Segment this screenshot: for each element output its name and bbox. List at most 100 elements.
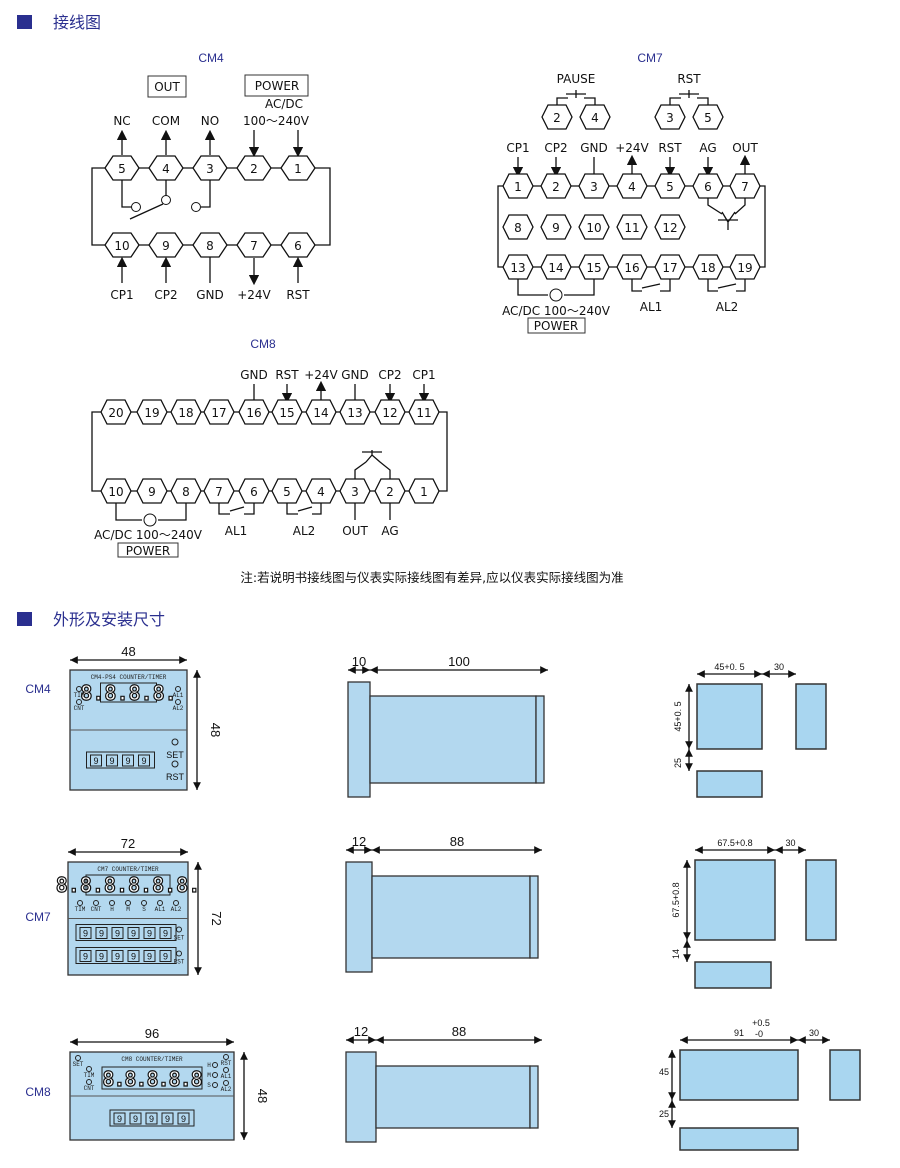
terminal-6: 6 (238, 478, 270, 504)
cutout-height-label: 45+0. 5 (673, 701, 683, 731)
terminal-hexagon (203, 478, 235, 504)
out-box (147, 75, 187, 98)
terminal-number: 20 (108, 406, 123, 420)
terminal-hexagon (408, 478, 440, 504)
terminal-8: 8 (502, 214, 534, 240)
terminal-hexagon (729, 254, 761, 280)
display-digits: 8.8.8.8.8 (102, 1067, 201, 1091)
indicator-led-icon (76, 686, 82, 692)
indicator-led-icon (212, 1062, 218, 1068)
terminal-number: 10 (114, 239, 129, 253)
thumbwheel-digit: 9 (93, 756, 98, 766)
section-bullet-icon (17, 612, 32, 626)
set-button[interactable] (176, 926, 182, 933)
rst-button[interactable] (176, 950, 182, 957)
led-display (101, 1066, 203, 1090)
cutout-height-label: 67.5+0.8 (671, 882, 681, 917)
terminal-hexagon (502, 254, 534, 280)
voltage-label: 100～240V (243, 114, 310, 128)
front-depth-label: 12 (352, 834, 366, 849)
terminal-hexagon (192, 232, 228, 258)
indicator-label: RST (221, 1060, 232, 1067)
indicator-label: CNT (91, 906, 102, 913)
terminal-number: 3 (666, 111, 674, 125)
terminal-11: 11 (408, 399, 440, 425)
cm8-wiring-diagram: CM8 AC/DC 100～240V POWER AL1 AL2 OUT AG … (91, 337, 448, 558)
terminal-4: 4 (579, 104, 611, 130)
display-digits: 8.8.8.8. (80, 681, 176, 705)
set-label: SET (174, 935, 185, 942)
terminal-number: 16 (624, 261, 639, 275)
cm8-top-label: CP1 (412, 368, 435, 382)
cm8-power-box (117, 542, 179, 558)
terminal-number: 12 (382, 406, 397, 420)
indicator-led-icon (77, 900, 83, 906)
terminal-2: 2 (236, 155, 272, 181)
body-depth-label: 88 (452, 1024, 466, 1039)
terminal-number: 12 (662, 221, 677, 235)
terminal-number: 10 (586, 221, 601, 235)
gap-vertical-label: 25 (659, 1109, 669, 1119)
terminal-hexagon (238, 399, 270, 425)
terminal-block (529, 875, 539, 959)
bezel (347, 681, 371, 798)
dimension-model-label: CM4 (25, 682, 51, 696)
terminal-hexagon (616, 214, 648, 240)
terminal-hexagon (578, 214, 610, 240)
out-box-label: OUT (154, 80, 180, 94)
rst-switch-label: RST (677, 72, 701, 86)
terminal-hexagon (236, 232, 272, 258)
terminal-number: 10 (108, 485, 123, 499)
indicator-led-icon (93, 900, 99, 906)
terminal-hexagon (203, 399, 235, 425)
terminal-hexagon (170, 478, 202, 504)
thumbwheel-digit: 9 (147, 952, 152, 962)
terminal-18: 18 (170, 399, 202, 425)
terminal-10: 10 (100, 478, 132, 504)
terminal-hexagon (502, 214, 534, 240)
indicator-label: TIM (74, 692, 85, 699)
thumbwheel-digit: 9 (115, 952, 120, 962)
terminal-number: 19 (144, 406, 159, 420)
front-height-label: 72 (209, 911, 224, 925)
cm8-power-text: AC/DC 100～240V (94, 528, 203, 542)
indicator-label: M (126, 906, 130, 913)
terminal-number: 8 (514, 221, 522, 235)
indicator-led-icon (86, 1079, 92, 1085)
gap-horizontal-label: 30 (774, 662, 784, 672)
cm4-wiring-diagram: CM4 OUT POWER AC/DC 100～240V 51049382716… (91, 51, 331, 302)
ac-dc-label: AC/DC (265, 97, 303, 111)
terminal-5: 5 (654, 173, 686, 199)
terminal-9: 9 (540, 214, 572, 240)
terminal-number: 9 (552, 221, 560, 235)
terminal-13: 13 (339, 399, 371, 425)
terminal-block (535, 695, 545, 784)
terminal-number: 14 (548, 261, 563, 275)
thumbwheel-switch[interactable] (86, 751, 155, 769)
terminal-7: 7 (203, 478, 235, 504)
rst-button[interactable] (171, 760, 179, 768)
terminal-number: 11 (624, 221, 639, 235)
indicator-led-icon (175, 686, 181, 692)
terminal-number: 5 (283, 485, 291, 499)
terminal-hexagon (374, 478, 406, 504)
housing (375, 1065, 531, 1129)
terminal-hexagon (339, 399, 371, 425)
thumbwheel-digit: 9 (99, 952, 104, 962)
terminal-hexagon (408, 399, 440, 425)
cm8-top-label: RST (275, 368, 299, 382)
terminal-hexagon (339, 478, 371, 504)
indicator-label: H (110, 906, 114, 913)
terminal-7: 7 (236, 232, 272, 258)
set-button[interactable] (171, 738, 179, 746)
terminal-9: 9 (136, 478, 168, 504)
cm8-model-label: CM8 (250, 337, 276, 351)
cm7-top-label: CP2 (544, 141, 567, 155)
indicator-led-icon (141, 900, 147, 906)
cm8-out-label: OUT (342, 524, 368, 538)
cm7-wiring-diagram: CM7 PAUSE RST AC/DC 100～240V POWER AL1 A… (497, 51, 766, 334)
cm8-power-box-label: POWER (126, 544, 170, 558)
